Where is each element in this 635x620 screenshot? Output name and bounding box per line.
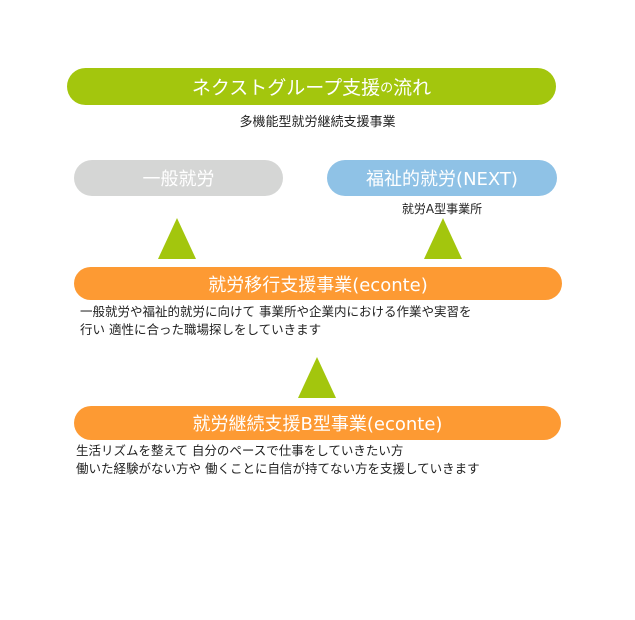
arrow-up-icon-left [158,218,196,259]
transition-support-box: 就労移行支援事業(econte) [74,267,562,300]
continuation-desc-line2: 働いた経験がない方や 働くことに自信が持てない方を支援していきます [76,461,480,476]
continuation-desc-line1: 生活リズムを整えて 自分のペースで仕事をしていきたい方 [76,443,404,458]
flow-title-particle: の [380,81,394,96]
welfare-employment-box: 福祉的就労(NEXT) [327,160,557,196]
transition-desc-line1: 一般就労や福祉的就労に向けて 事業所や企業内における作業や実習を [80,304,472,319]
welfare-employment-label: 福祉的就労(NEXT) [366,169,518,190]
arrow-up-icon-center [298,357,336,398]
transition-desc-line2: 行い 適性に合った職場探しをしていきます [80,322,322,337]
flow-title-prefix: ネクストグループ支援 [191,77,381,99]
flow-subtitle: 多機能型就労継続支援事業 [239,115,396,130]
continuation-b-label: 就労継続支援B型事業(econte) [192,414,443,435]
welfare-employment-subtitle: 就労A型事業所 [401,202,483,216]
arrow-up-icon-right [424,218,462,259]
flow-title-banner: ネクストグループ支援の流れ [67,68,556,105]
transition-support-label: 就労移行支援事業(econte) [208,274,428,296]
general-employment-label: 一般就労 [142,169,215,190]
general-employment-box: 一般就労 [74,160,283,196]
continuation-b-description: 生活リズムを整えて 自分のペースで仕事をしていきたい方 働いた経験がない方や 働… [76,442,480,478]
continuation-b-box: 就労継続支援B型事業(econte) [74,406,561,440]
transition-support-description: 一般就労や福祉的就労に向けて 事業所や企業内における作業や実習を 行い 適性に合… [80,303,471,339]
flow-title-suffix: 流れ [393,77,432,99]
